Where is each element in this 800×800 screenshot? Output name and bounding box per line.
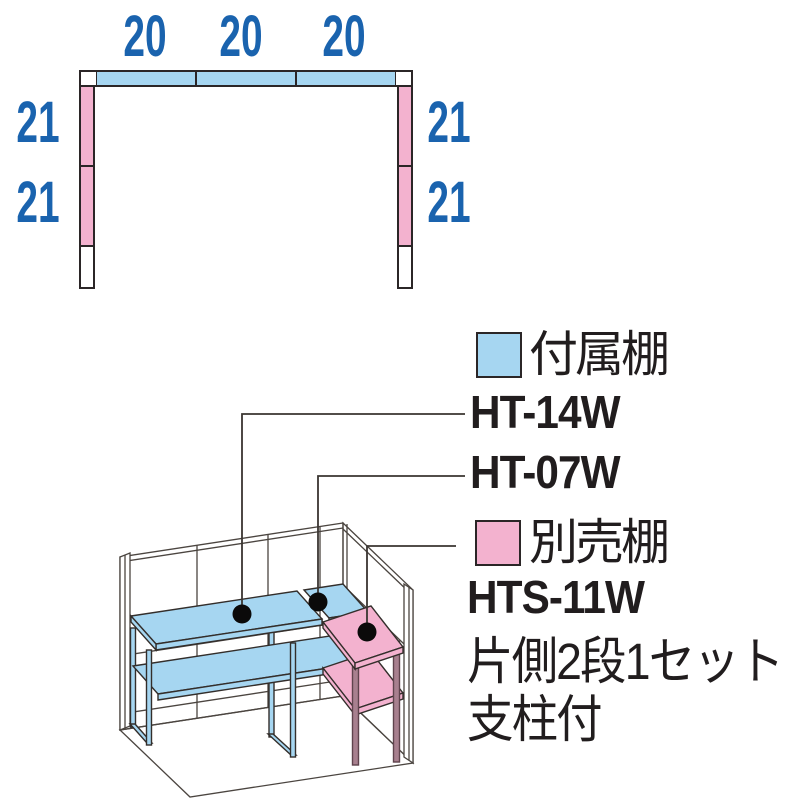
leader-line-ht07w bbox=[317, 475, 465, 602]
pink-top-shelf-edge bbox=[354, 646, 404, 670]
separate-shelf-note-2: 支柱付 bbox=[467, 691, 603, 748]
plan-side-shelf-segment bbox=[80, 166, 94, 245]
plan-shelf-segment-2 bbox=[197, 71, 295, 86]
top-shelf-end-face bbox=[130, 614, 157, 652]
plan-side-empty-segment bbox=[80, 246, 94, 287]
plan-shelf-segment-3 bbox=[296, 71, 395, 86]
plan-shelf-segment-1 bbox=[97, 71, 196, 86]
callout-dot-ht14w bbox=[232, 604, 252, 624]
dimension-label-top-2: 20 bbox=[219, 4, 263, 69]
plan-side-shelf-segment bbox=[80, 87, 94, 166]
shelf-front-leg bbox=[145, 649, 153, 746]
dimension-label-left-1: 21 bbox=[16, 90, 60, 155]
model-hts11w: HTS-11W bbox=[467, 571, 645, 623]
dimension-label-top-1: 20 bbox=[123, 4, 167, 69]
plan-side-shelf-segment bbox=[398, 87, 412, 166]
attached-shelf-swatch bbox=[476, 332, 522, 378]
plan-side-empty-segment bbox=[398, 246, 412, 287]
shelf-back-leg bbox=[129, 627, 137, 728]
plan-left-wall-bar bbox=[79, 85, 95, 289]
callout-dot-hts11w bbox=[357, 622, 377, 642]
dimension-label-right-1: 21 bbox=[427, 90, 471, 155]
separate-shelf-note-1: 片側2段1セット bbox=[467, 633, 784, 690]
leader-line-hts11w bbox=[366, 545, 456, 632]
plan-corner-left bbox=[80, 71, 96, 86]
attached-shelf-label: 付属棚 bbox=[529, 328, 670, 382]
right-wall-top-rail bbox=[342, 528, 411, 594]
separate-shelf-label: 別売棚 bbox=[529, 516, 670, 570]
dimension-label-right-2: 21 bbox=[427, 170, 471, 235]
dimension-label-top-3: 20 bbox=[322, 4, 366, 69]
back-wall-top-rail bbox=[119, 527, 344, 563]
floor-outline bbox=[118, 695, 415, 798]
support-post bbox=[351, 654, 360, 766]
shelf-front-leg bbox=[289, 642, 297, 758]
separate-shelf-swatch bbox=[475, 520, 521, 566]
attached-shelf-unit bbox=[128, 583, 370, 758]
leader-line-ht14w bbox=[241, 413, 465, 614]
plan-back-wall-bar bbox=[79, 70, 413, 87]
callout-dot-ht07w bbox=[308, 592, 328, 612]
model-ht14w: HT-14W bbox=[470, 386, 621, 438]
support-post bbox=[392, 640, 401, 763]
callouts bbox=[232, 413, 465, 642]
plan-right-wall-bar bbox=[397, 85, 413, 289]
back-wall-low-rail bbox=[119, 679, 344, 715]
plan-corner-right bbox=[396, 71, 412, 86]
model-ht07w: HT-07W bbox=[470, 446, 621, 498]
plan-side-shelf-segment bbox=[398, 166, 412, 245]
dimension-label-left-2: 21 bbox=[16, 170, 60, 235]
